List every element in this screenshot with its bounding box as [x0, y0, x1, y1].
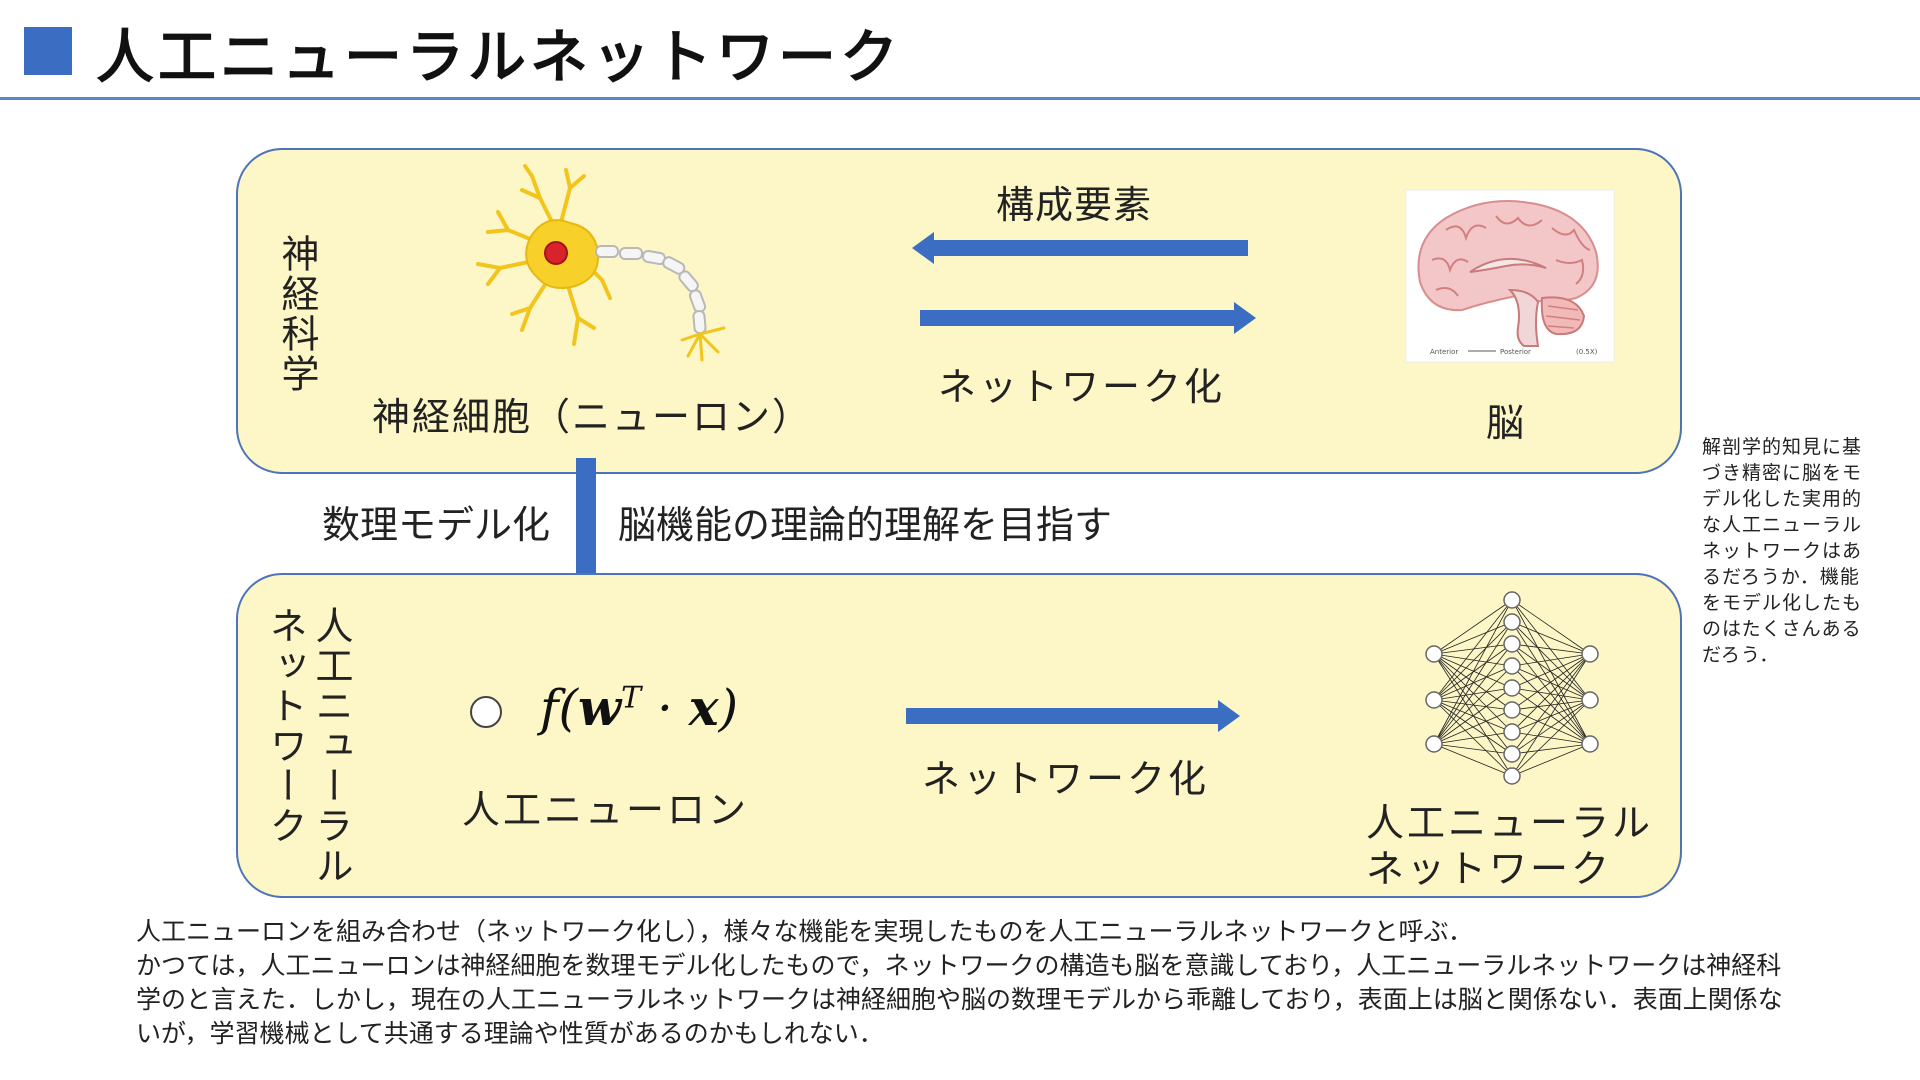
- nn-edge: [1433, 621, 1513, 745]
- nn-node: [1503, 701, 1521, 719]
- nn-edge: [1511, 653, 1591, 777]
- arrow-left: [912, 232, 1248, 264]
- nn-edge: [1433, 653, 1513, 689]
- nn-edge: [1511, 653, 1591, 711]
- formula-transpose: T: [621, 680, 642, 716]
- neuron-illustration: [476, 164, 726, 362]
- body-text: 人工ニューロンを組み合わせ（ネットワーク化し），様々な機能を実現したものを人工ニ…: [136, 915, 1796, 1051]
- nn-node: [1503, 679, 1521, 697]
- nn-node: [1581, 645, 1599, 663]
- artificial-neuron-label: 人工ニューロン: [462, 788, 750, 832]
- math-model-label: 数理モデル化: [322, 503, 551, 547]
- body-line-2: かつては，人工ニューロンは神経細胞を数理モデル化したもので，ネットワークの構造も…: [136, 951, 1783, 1048]
- nn-edge: [1511, 665, 1591, 701]
- nn-edge: [1433, 653, 1513, 777]
- corpus-callosum: [1469, 258, 1547, 273]
- nn-node: [1503, 745, 1521, 763]
- nn-edge: [1433, 621, 1513, 701]
- brain-caption-scale: (0.5X): [1576, 348, 1598, 356]
- side-note: 解剖学的知見に基づき精密に脳をモデル化した実用的な人工ニューラルネットワークはあ…: [1702, 436, 1863, 666]
- nn-edge: [1511, 687, 1591, 701]
- nn-edge: [1511, 621, 1591, 701]
- title-divider: [0, 97, 1920, 100]
- neuroscience-section-label: 神経科学: [275, 234, 319, 394]
- slide-title: 人工ニューラルネットワーク: [96, 23, 903, 91]
- arrow-right-bottom: [906, 700, 1240, 732]
- nn-edge: [1511, 621, 1591, 655]
- brain-caption-anterior: Anterior: [1430, 348, 1458, 356]
- nn-edge: [1433, 731, 1513, 745]
- nn-edge: [1433, 665, 1513, 745]
- nn-edge: [1511, 653, 1591, 689]
- nn-edge: [1511, 643, 1591, 701]
- brain-function-label: 脳機能の理論的理解を目指す: [618, 503, 1113, 547]
- nn-node: [1503, 723, 1521, 741]
- components-label: 構成要素: [996, 183, 1153, 227]
- nn-edge: [1433, 653, 1513, 733]
- nn-edge: [1511, 653, 1591, 667]
- nn-edge: [1511, 699, 1591, 733]
- network-label-bottom: ネットワーク化: [922, 757, 1210, 801]
- nn-edge: [1433, 643, 1513, 745]
- nn-edge: [1511, 653, 1591, 733]
- neuron-nucleus: [544, 241, 568, 265]
- nn-edge: [1511, 699, 1591, 755]
- neural-network-diagram: [1425, 591, 1599, 785]
- nn-edge: [1511, 653, 1591, 755]
- cerebrum: [1417, 200, 1599, 312]
- brain-illustration: Anterior Posterior (0.5X): [1405, 189, 1615, 363]
- ann-label: 人工ニューラル ネットワーク: [1366, 801, 1654, 891]
- nn-node: [1503, 657, 1521, 675]
- neuron-formula: f(wT · x): [540, 678, 739, 737]
- artificial-neuron-node: [470, 696, 502, 728]
- formula-x: x: [688, 678, 719, 737]
- nn-node: [1425, 645, 1443, 663]
- formula-w: w: [578, 678, 622, 737]
- nn-node: [1425, 691, 1443, 709]
- ann-section-label: 人工ニューラルネットワーク: [262, 606, 354, 886]
- nn-edge: [1433, 599, 1513, 701]
- nn-edge: [1433, 743, 1513, 755]
- brain-label: 脳: [1486, 401, 1525, 445]
- nn-edge: [1511, 643, 1591, 655]
- nn-edge: [1433, 643, 1513, 655]
- nn-edge: [1511, 743, 1591, 777]
- nn-edge: [1511, 699, 1591, 711]
- nn-edge: [1433, 709, 1513, 745]
- nn-node: [1425, 735, 1443, 753]
- nn-edge: [1511, 699, 1591, 777]
- nn-edge: [1433, 653, 1513, 755]
- nn-edge: [1433, 621, 1513, 655]
- nn-node: [1581, 735, 1599, 753]
- body-line-1: 人工ニューロンを組み合わせ（ネットワーク化し），様々な機能を実現したものを人工ニ…: [136, 917, 1474, 946]
- nn-node: [1503, 591, 1521, 609]
- nn-node: [1503, 613, 1521, 631]
- nn-node: [1503, 635, 1521, 653]
- nn-edge: [1433, 653, 1513, 667]
- brainstem: [1507, 288, 1540, 347]
- formula-f: f: [540, 679, 559, 737]
- nn-edge: [1433, 599, 1513, 655]
- arrow-right-top: [920, 302, 1256, 334]
- nn-edge: [1433, 687, 1513, 745]
- ann-section-label-line2: ネットワーク: [263, 606, 307, 846]
- nn-edge: [1511, 599, 1591, 701]
- brain-caption-posterior: Posterior: [1500, 348, 1531, 356]
- nn-edge: [1511, 743, 1591, 755]
- neuron-label: 神経細胞（ニューロン）: [372, 395, 813, 439]
- nn-node: [1581, 691, 1599, 709]
- nn-edge: [1433, 599, 1513, 745]
- nn-edge: [1433, 653, 1513, 711]
- nn-edge: [1433, 743, 1513, 777]
- nn-node: [1503, 767, 1521, 785]
- ann-section-label-line1: 人工ニューラル: [309, 606, 353, 886]
- title-accent-square: [24, 27, 72, 75]
- nn-edge: [1511, 599, 1591, 655]
- network-label-top: ネットワーク化: [938, 365, 1226, 409]
